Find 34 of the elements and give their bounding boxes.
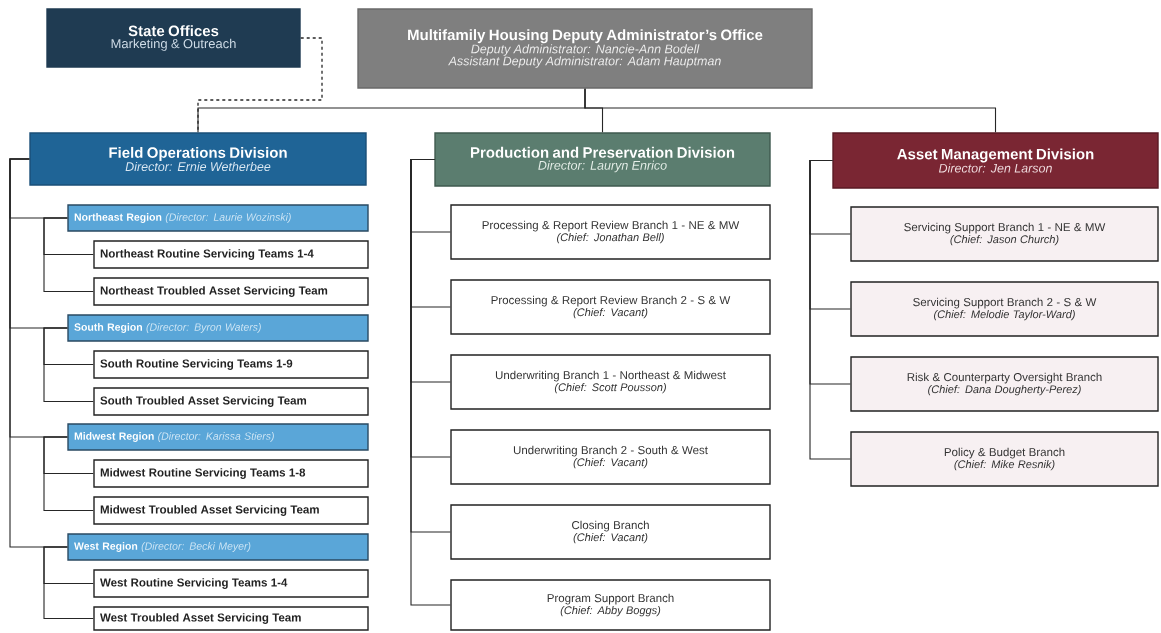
branch-box: Servicing Support Branch 2 - S & W (Chief: Melodie Taylor-Ward) [850, 281, 1159, 337]
branch-box: Risk & Counterparty Oversight Branch (Chief: Dana Dougherty-Perez) [850, 356, 1159, 412]
team-box: South Routine Servicing Teams 1-9 [93, 350, 369, 379]
region-box: South Region (Director: Byron Waters) [67, 314, 369, 342]
team-box: Midwest Troubled Asset Servicing Team [93, 496, 369, 525]
office-box: Multifamily Housing Deputy Administrator’s Office Deputy Administrator: Nancie-Ann Bodell Assistant Deputy Administrator: Adam Hauptman [357, 8, 813, 89]
branch-box: Underwriting Branch 1 - Northeast & Midwest (Chief: Scott Pousson) [450, 354, 771, 410]
branch-box: Processing & Report Review Branch 1 - NE & MW (Chief: Jonathan Bell) [450, 204, 771, 260]
region-box: Midwest Region (Director: Karissa Stiers) [67, 423, 369, 451]
team-box: Northeast Routine Servicing Teams 1-4 [93, 240, 369, 269]
connector-line [43, 546, 94, 620]
team-box: Northeast Troubled Asset Servicing Team [93, 277, 369, 306]
office-box: State Offices Marketing & Outreach [46, 8, 301, 68]
region-box: West Region (Director: Becki Meyer) [67, 533, 369, 561]
team-box: Midwest Routine Servicing Teams 1-8 [93, 459, 369, 488]
division-box: Field Operations Division Director: Ernie Wetherbee [29, 132, 367, 186]
branch-box: Program Support Branch (Chief: Abby Boggs) [450, 579, 771, 631]
team-box: West Routine Servicing Teams 1-4 [93, 569, 369, 598]
connector-line [43, 327, 94, 403]
branch-box: Closing Branch (Chief: Vacant) [450, 504, 771, 560]
team-box: West Troubled Asset Servicing Team [93, 606, 369, 631]
division-box: Production and Preservation Division Director: Lauryn Enrico [434, 132, 771, 187]
branch-box: Servicing Support Branch 1 - NE & MW (Chief: Jason Church) [850, 206, 1159, 262]
region-box: Northeast Region (Director: Laurie Wozinski) [67, 204, 369, 232]
connector-line [410, 158, 451, 606]
branch-box: Underwriting Branch 2 - South & West (Chief: Vacant) [450, 429, 771, 485]
branch-box: Policy & Budget Branch (Chief: Mike Resnik) [850, 431, 1159, 487]
connector-line [43, 217, 94, 293]
connector-line [809, 159, 851, 460]
division-box: Asset Management Division Director: Jen Larson [832, 132, 1159, 189]
connector-line [43, 436, 94, 512]
connector-line [584, 88, 997, 133]
branch-box: Processing & Report Review Branch 2 - S & W (Chief: Vacant) [450, 279, 771, 335]
team-box: South Troubled Asset Servicing Team [93, 387, 369, 416]
